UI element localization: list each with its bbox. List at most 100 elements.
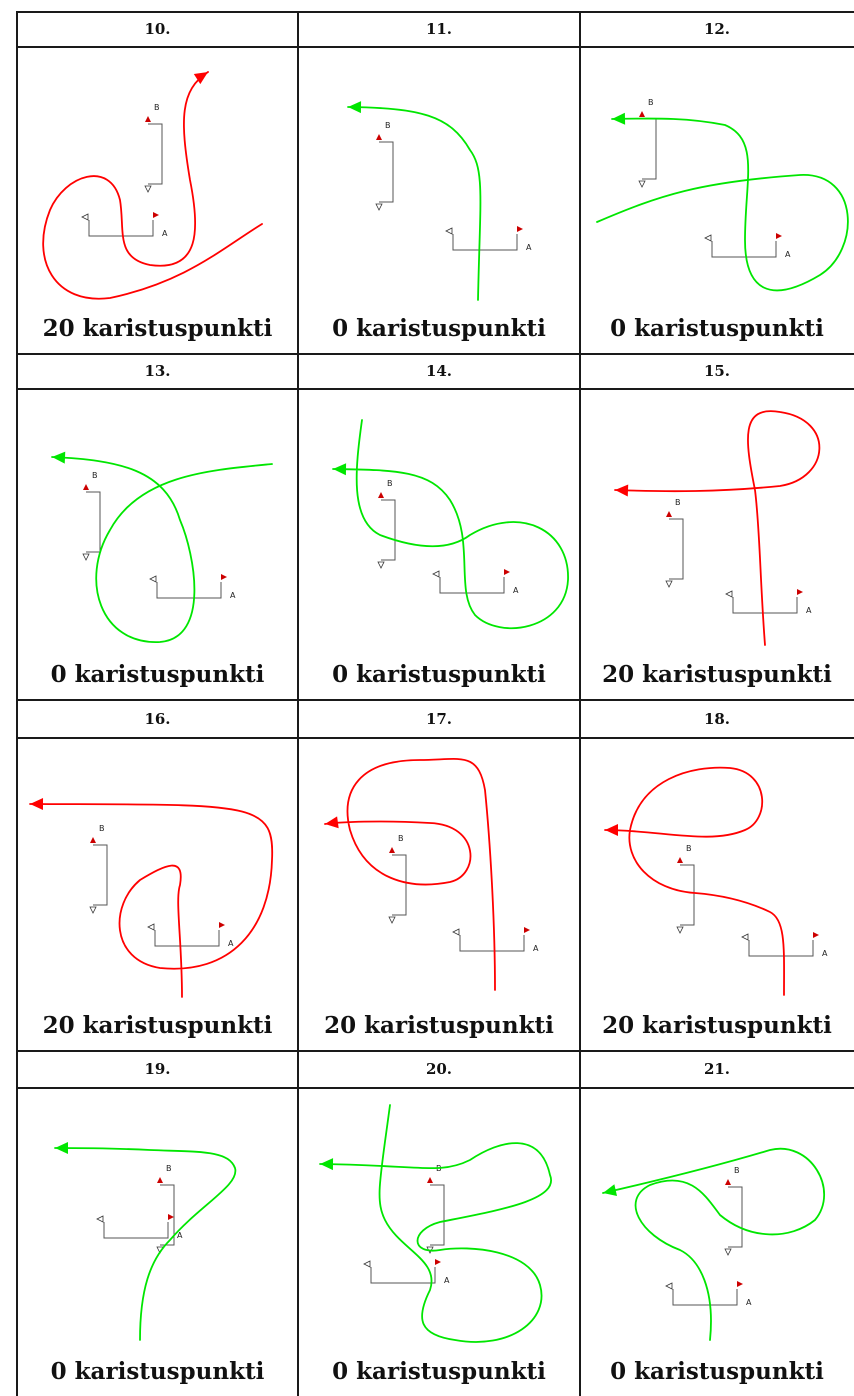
gate-a: A	[147, 922, 234, 948]
red-flag-icon	[517, 226, 523, 232]
cell-caption: 0 karistuspunkti	[50, 1358, 265, 1385]
cell-caption: 20 karistuspunkti	[42, 1012, 273, 1039]
gate-b: B	[377, 479, 396, 569]
cell-number: 10.	[144, 20, 171, 38]
cell-number: 14.	[425, 362, 453, 380]
white-flag-icon	[452, 928, 460, 936]
gate-label: A	[822, 949, 828, 958]
maneuver-diagram: AB	[614, 410, 821, 646]
route-path	[29, 803, 274, 998]
gate-a: A	[741, 932, 828, 958]
arrow-head-icon	[325, 816, 339, 829]
white-flag-icon	[363, 1260, 371, 1268]
gate-label: B	[675, 498, 681, 507]
red-flag-icon	[378, 492, 384, 498]
cell-number: 15.	[703, 362, 731, 380]
cell-caption: 0 karistuspunkti	[610, 1358, 824, 1385]
cell-caption: 0 karistuspunkti	[50, 661, 265, 688]
gate-label: B	[99, 824, 105, 833]
maneuver-diagram: AB	[51, 451, 273, 643]
maneuver-diagram: AB	[602, 1147, 826, 1341]
cell-number: 18.	[703, 710, 731, 728]
gate-a: A	[704, 233, 791, 259]
cell-caption: 20 karistuspunkti	[42, 315, 273, 342]
white-flag-icon	[377, 561, 385, 569]
gate-label: B	[648, 98, 654, 107]
red-flag-icon	[153, 212, 159, 218]
red-flag-icon	[168, 1214, 174, 1220]
maneuver-diagram: AB	[29, 798, 274, 998]
gate-label: A	[444, 1276, 450, 1285]
gate-label: B	[398, 834, 404, 843]
cell-caption: 0 karistuspunkti	[332, 315, 546, 342]
route-path	[614, 410, 821, 646]
gate-label: A	[806, 606, 812, 615]
gate-label: B	[734, 1166, 740, 1175]
white-flag-icon	[665, 1282, 673, 1290]
arrow-head-icon	[615, 484, 629, 497]
gate-label: A	[177, 1231, 183, 1240]
maneuver-diagram: AB	[347, 101, 532, 301]
arrow-head-icon	[605, 824, 618, 836]
gate-a: A	[81, 212, 168, 238]
arrow-head-icon	[612, 112, 626, 125]
gate-b: B	[144, 103, 163, 193]
gate-a: A	[445, 226, 532, 252]
gate-b: B	[426, 1164, 445, 1254]
cell-number: 19.	[144, 1060, 171, 1078]
cell-number: 17.	[425, 710, 453, 728]
white-flag-icon	[724, 1248, 732, 1256]
white-flag-icon	[432, 570, 440, 578]
gate-a: A	[665, 1281, 752, 1307]
maneuver-diagram: AB	[54, 1142, 237, 1341]
gate-label: A	[228, 939, 234, 948]
route-path	[54, 1147, 237, 1341]
red-flag-icon	[666, 511, 672, 517]
cell-number: 21.	[703, 1060, 731, 1078]
white-flag-icon	[445, 227, 453, 235]
red-flag-icon	[677, 857, 683, 863]
cell-caption: 20 karistuspunkti	[602, 661, 832, 688]
gate-a: A	[363, 1259, 450, 1285]
gate-b: B	[388, 834, 407, 924]
gate-label: B	[686, 844, 692, 853]
cell-number: 20.	[425, 1060, 453, 1078]
gate-a: A	[149, 574, 236, 600]
white-flag-icon	[81, 213, 89, 221]
gate-a: A	[96, 1214, 183, 1240]
cell-caption: 0 karistuspunkti	[610, 315, 824, 342]
gate-b: B	[89, 824, 108, 914]
arrow-head-icon	[603, 1184, 618, 1196]
gate-label: B	[166, 1164, 172, 1173]
red-flag-icon	[504, 569, 510, 575]
maneuver-diagram: AB	[319, 1104, 552, 1343]
cell-caption: 0 karistuspunkti	[332, 661, 546, 688]
gate-label: B	[154, 103, 160, 112]
white-flag-icon	[82, 553, 90, 561]
white-flag-icon	[147, 923, 155, 931]
maneuver-diagram: AB	[596, 98, 849, 292]
red-flag-icon	[797, 589, 803, 595]
white-flag-icon	[96, 1215, 104, 1223]
cell-number: 11.	[425, 20, 453, 38]
white-flag-icon	[375, 203, 383, 211]
arrow-head-icon	[320, 1158, 334, 1171]
white-flag-icon	[665, 580, 673, 588]
red-flag-icon	[639, 111, 645, 117]
gate-label: A	[533, 944, 539, 953]
maneuver-diagram: AB	[604, 766, 828, 996]
gate-b: B	[638, 98, 657, 188]
route-path	[319, 1104, 552, 1343]
gate-a: A	[725, 589, 812, 615]
gate-label: B	[92, 471, 98, 480]
route-path	[602, 1147, 826, 1341]
red-flag-icon	[427, 1177, 433, 1183]
white-flag-icon	[638, 180, 646, 188]
route-path	[347, 106, 482, 301]
arrow-head-icon	[52, 451, 66, 464]
red-flag-icon	[145, 116, 151, 122]
cell-number: 13.	[144, 362, 171, 380]
gate-b: B	[82, 471, 101, 561]
arrow-head-icon	[55, 1142, 68, 1154]
